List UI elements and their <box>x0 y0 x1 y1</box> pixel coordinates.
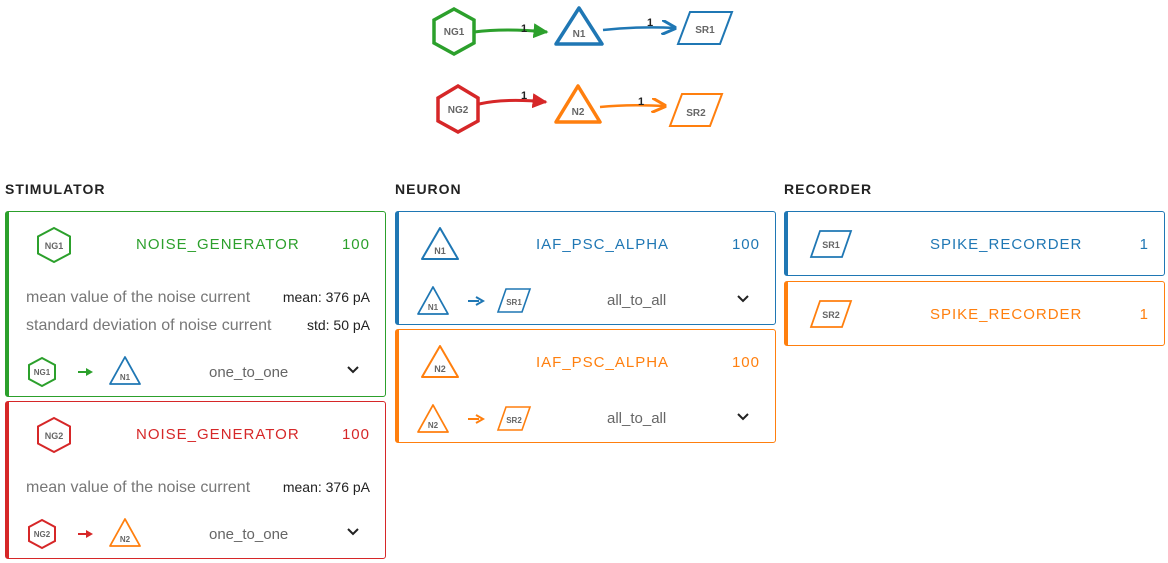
svg-text:SR2: SR2 <box>506 416 522 425</box>
svg-text:N2: N2 <box>434 364 446 374</box>
parallelogram-icon: SR2 <box>809 300 853 328</box>
param-label-mean: mean value of the noise current <box>26 479 251 496</box>
model-name: NOISE_GENERATOR <box>136 236 300 253</box>
population-size[interactable]: 100 <box>731 354 760 371</box>
edge-ng1-n1 <box>473 23 549 39</box>
svg-text:NG2: NG2 <box>45 431 64 441</box>
neuron-card-n1[interactable]: N1 IAF_PSC_ALPHA 100 N1 SR1 all_to_all <box>395 211 776 325</box>
param-value-mean[interactable]: mean: 376 pA <box>282 289 370 305</box>
hexagon-icon: NG1 <box>37 226 71 264</box>
svg-text:NG1: NG1 <box>45 241 64 251</box>
param-value-std[interactable]: std: 50 pA <box>306 317 370 333</box>
target-parallelogram-icon: SR2 <box>496 406 532 431</box>
column-title-neuron: NEURON <box>395 181 462 197</box>
node-ng1[interactable]: NG1 <box>432 7 476 56</box>
svg-text:SR1: SR1 <box>695 25 715 36</box>
stimulator-card-ng1[interactable]: NG1 NOISE_GENERATOR 100 mean value of th… <box>5 211 386 397</box>
column-title-stimulator: STIMULATOR <box>5 181 106 197</box>
svg-text:SR2: SR2 <box>686 108 706 119</box>
param-label-std: standard deviation of noise current <box>26 317 272 334</box>
stimulator-card-ng2[interactable]: NG2 NOISE_GENERATOR 100 mean value of th… <box>5 401 386 559</box>
node-sr2[interactable]: SR2 <box>668 93 724 127</box>
model-name: IAF_PSC_ALPHA <box>536 354 670 371</box>
svg-text:NG2: NG2 <box>448 105 469 116</box>
source-hexagon-icon: NG1 <box>28 356 56 388</box>
node-ng2[interactable]: NG2 <box>436 83 480 134</box>
recorder-card-sr1[interactable]: SR1 SPIKE_RECORDER 1 <box>784 211 1165 276</box>
node-sr1[interactable]: SR1 <box>676 11 734 45</box>
edge-ng2-n2-weight: 1 <box>521 90 527 102</box>
param-label-mean: mean value of the noise current <box>26 289 251 306</box>
hexagon-icon: NG2 <box>37 416 71 454</box>
node-n1[interactable]: N1 <box>554 6 604 46</box>
parallelogram-icon: SR1 <box>809 230 853 258</box>
population-size[interactable]: 100 <box>341 236 370 253</box>
network-graph: 1 1 1 1 NG1 N1 SR1 NG2 N2 SR2 <box>432 6 734 134</box>
param-value-mean[interactable]: mean: 376 pA <box>282 479 370 495</box>
population-size[interactable]: 1 <box>1139 306 1149 323</box>
neuron-card-n2[interactable]: N2 IAF_PSC_ALPHA 100 N2 SR2 all_to_all <box>395 329 776 443</box>
svg-text:NG1: NG1 <box>444 27 465 38</box>
svg-text:NG1: NG1 <box>34 368 51 377</box>
model-name: IAF_PSC_ALPHA <box>536 236 670 253</box>
edge-n2-sr2-weight: 1 <box>638 96 644 108</box>
population-size[interactable]: 1 <box>1139 236 1149 253</box>
triangle-icon: N1 <box>421 227 459 260</box>
svg-text:N2: N2 <box>572 107 585 118</box>
population-size[interactable]: 100 <box>731 236 760 253</box>
svg-text:N2: N2 <box>428 421 439 430</box>
connection-rule: all_to_all <box>607 292 667 309</box>
svg-text:N1: N1 <box>120 373 131 382</box>
chevron-down-icon[interactable] <box>735 293 751 305</box>
svg-text:N1: N1 <box>434 246 446 256</box>
svg-text:N1: N1 <box>428 303 439 312</box>
arrow-right-icon <box>78 368 93 376</box>
edge-ng2-n2 <box>478 93 548 109</box>
chevron-down-icon[interactable] <box>345 364 361 376</box>
arrow-right-icon <box>468 414 485 424</box>
model-name: SPIKE_RECORDER <box>930 306 1083 323</box>
source-triangle-icon: N1 <box>417 286 449 315</box>
edge-ng1-n1-weight: 1 <box>521 23 527 35</box>
model-name: NOISE_GENERATOR <box>136 426 300 443</box>
population-size[interactable]: 100 <box>341 426 370 443</box>
svg-text:N1: N1 <box>573 29 586 40</box>
arrow-right-icon <box>468 296 485 306</box>
column-title-recorder: RECORDER <box>784 181 873 197</box>
connection-rule: one_to_one <box>209 526 289 543</box>
connection-rule: one_to_one <box>209 364 289 381</box>
target-triangle-icon: N2 <box>109 518 141 547</box>
connection-rule: all_to_all <box>607 410 667 427</box>
chevron-down-icon[interactable] <box>735 411 751 423</box>
recorder-card-sr2[interactable]: SR2 SPIKE_RECORDER 1 <box>784 281 1165 346</box>
source-triangle-icon: N2 <box>417 404 449 433</box>
triangle-icon: N2 <box>421 345 459 378</box>
node-n2[interactable]: N2 <box>554 84 602 124</box>
edge-n1-sr1-weight: 1 <box>647 17 653 29</box>
source-hexagon-icon: NG2 <box>28 518 56 550</box>
svg-text:N2: N2 <box>120 535 131 544</box>
arrow-right-icon <box>78 530 93 538</box>
svg-text:SR1: SR1 <box>506 298 522 307</box>
svg-text:NG2: NG2 <box>34 530 51 539</box>
edge-n1-sr1 <box>602 27 675 30</box>
chevron-down-icon[interactable] <box>345 526 361 538</box>
target-parallelogram-icon: SR1 <box>496 288 532 313</box>
target-triangle-icon: N1 <box>109 356 141 385</box>
model-name: SPIKE_RECORDER <box>930 236 1083 253</box>
svg-text:SR2: SR2 <box>822 310 840 320</box>
svg-text:SR1: SR1 <box>822 240 840 250</box>
edge-n2-sr2 <box>599 105 665 107</box>
